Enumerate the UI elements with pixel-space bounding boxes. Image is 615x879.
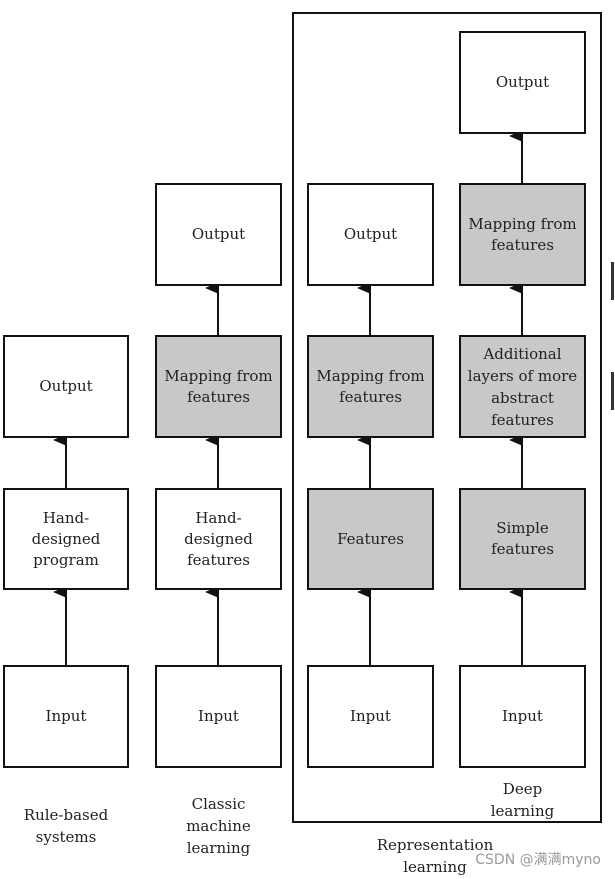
classic-ml-caption-text: Classic machine learning [186,795,251,857]
classic-input-label: Input [198,707,239,725]
classic-ml-caption: Classic machine learning [155,793,282,859]
deep-input-box: Input [459,665,586,768]
classic-input-box: Input [155,665,282,768]
repr-features-box: Features [307,488,434,590]
classic-mapping-label: Mapping from features [164,366,273,406]
deep-simple-features-box: Simple features [459,488,586,590]
rule-input-label: Input [45,707,87,725]
csdn-watermark: CSDN @满满myno [475,852,601,868]
classic-mapping-box: Mapping from features [155,335,282,438]
representation-learning-caption-text: Representation learning [376,836,494,876]
deep-output-label: Output [495,73,550,91]
deep-output-box: Output [459,31,586,134]
representation-learning-caption: Representation learning [360,834,510,878]
repr-input-box: Input [307,665,434,768]
repr-features-label: Features [337,529,404,548]
rule-based-caption-text: Rule-based systems [23,806,109,846]
rule-program-box: Hand- designed program [3,488,129,590]
repr-output-box: Output [307,183,434,286]
deep-mapping-box: Mapping from features [459,183,586,286]
deep-layers-label: Additional layers of more abstract featu… [467,344,578,429]
rule-program-label: Hand- designed program [31,508,101,569]
classic-features-label: Hand- designed features [184,508,253,569]
repr-output-label: Output [343,225,398,243]
deep-mapping-label: Mapping from features [468,214,577,254]
classic-output-label: Output [191,225,246,243]
representation-learning-frame [292,12,602,823]
classic-output-box: Output [155,183,282,286]
repr-input-label: Input [350,707,391,725]
repr-mapping-label: Mapping from features [316,366,425,406]
deep-layers-box: Additional layers of more abstract featu… [459,335,586,438]
deep-input-label: Input [502,707,543,725]
edge-mark-lower [611,372,614,410]
deep-learning-caption: Deep learning [459,778,586,822]
classic-features-box: Hand- designed features [155,488,282,590]
edge-mark-upper [611,262,614,300]
repr-mapping-box: Mapping from features [307,335,434,438]
rule-input-box: Input [3,665,129,768]
rule-output-box: Output [3,335,129,438]
rule-based-caption: Rule-based systems [3,804,129,848]
rule-output-label: Output [39,377,93,395]
deep-learning-caption-text: Deep learning [490,780,555,820]
deep-simple-features-label: Simple features [491,519,554,558]
